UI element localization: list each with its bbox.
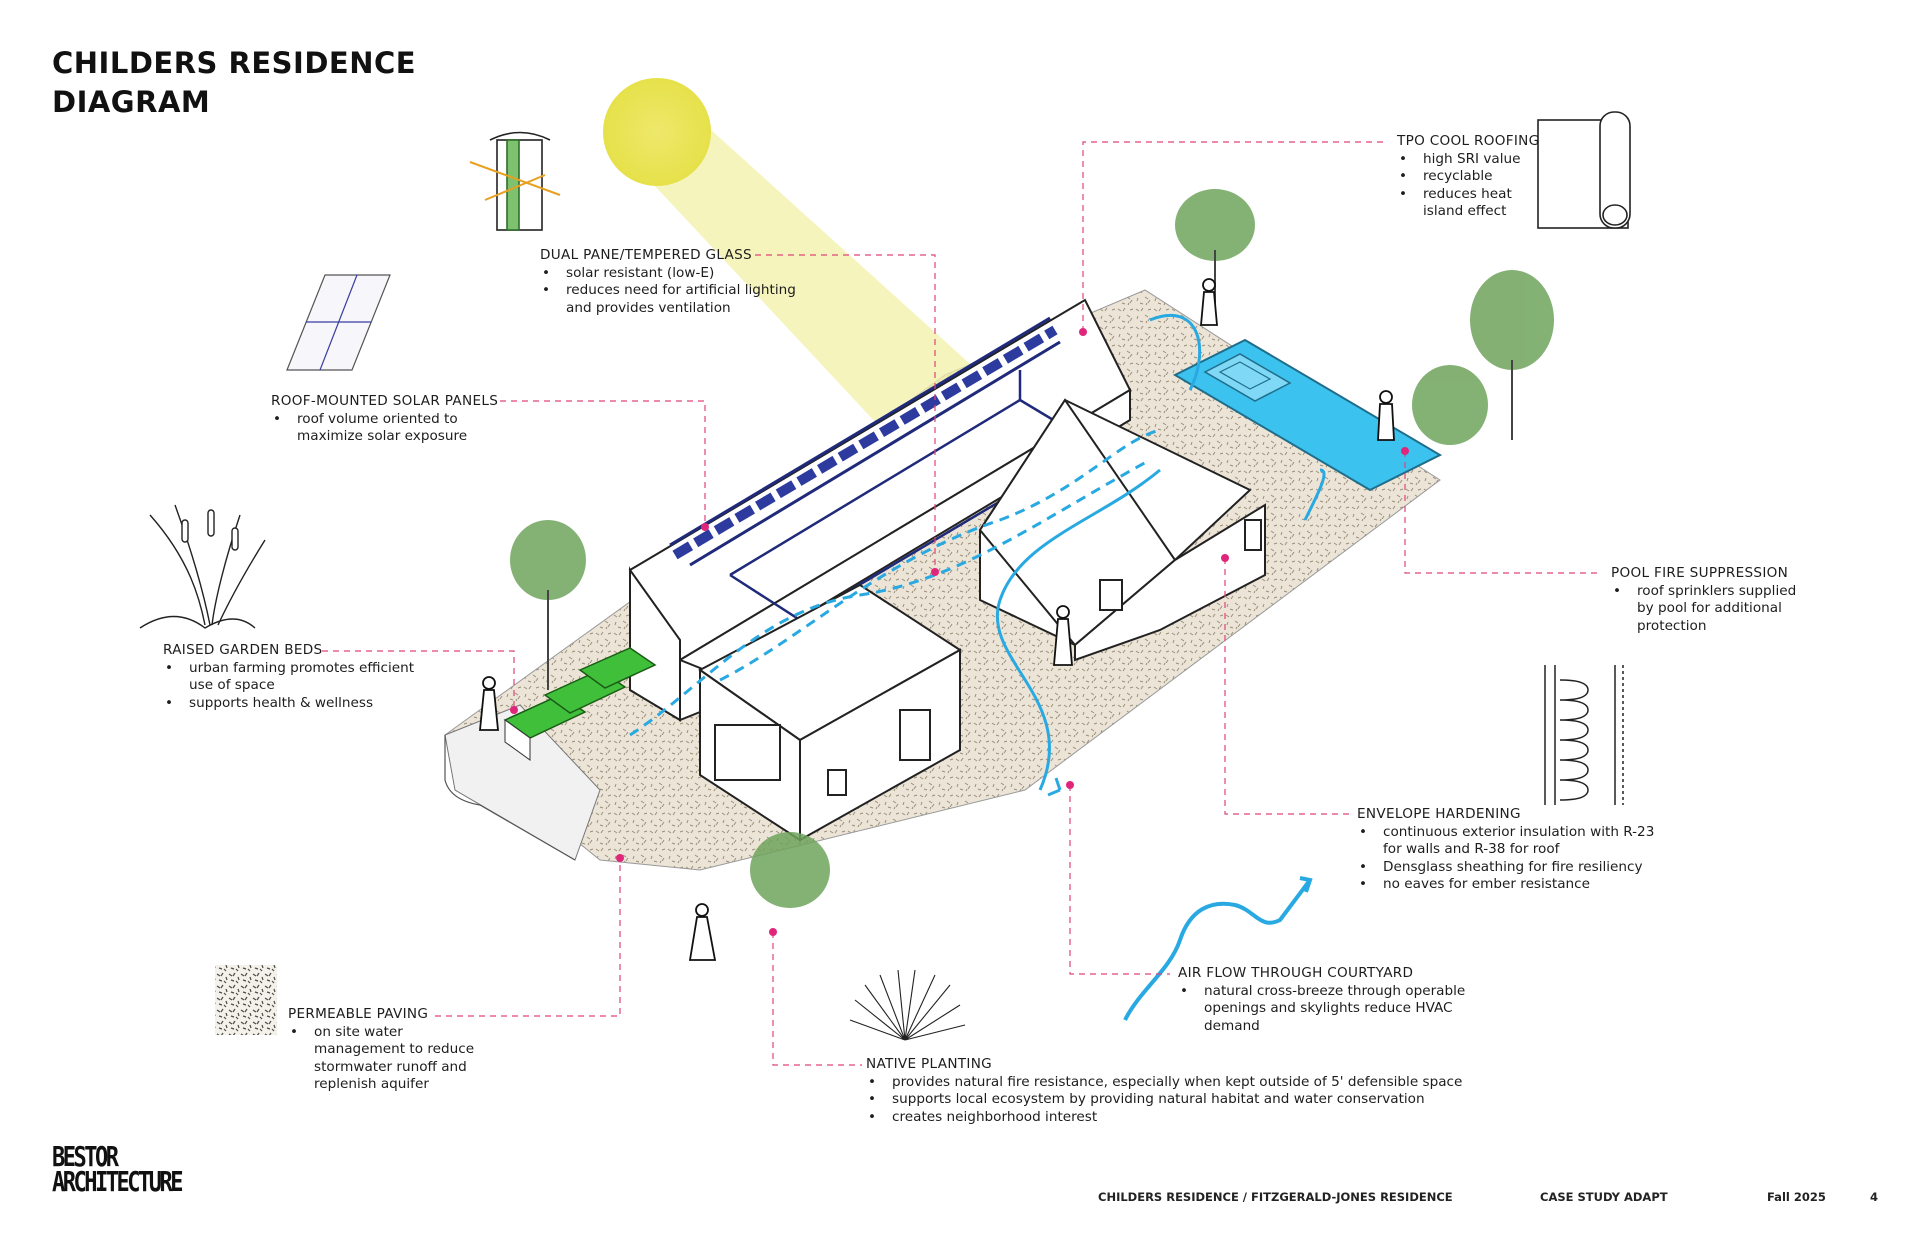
callout-item: Densglass sheathing for fire resiliency [1357, 859, 1657, 877]
callout-heading: PERMEABLE PAVING [288, 1006, 429, 1022]
callout-item: supports health & wellness [163, 695, 423, 713]
callout-item: recyclable [1397, 168, 1547, 186]
callout-pool-fire-suppression: POOL FIRE SUPPRESSION roof sprinklers su… [1611, 565, 1811, 635]
reed-plant-icon [139, 504, 266, 629]
native-plant-icon [849, 969, 966, 1041]
solar-panel-icon [286, 274, 391, 371]
callout-item: roof volume oriented to maximize solar e… [271, 411, 521, 446]
footer-project: CHILDERS RESIDENCE / FITZGERALD-JONES RE… [1098, 1190, 1453, 1204]
callout-item: provides natural fire resistance, especi… [866, 1074, 1466, 1092]
callout-item: reduces need for artificial lighting and… [540, 282, 810, 317]
callout-item: no eaves for ember resistance [1357, 876, 1657, 894]
callout-heading: DUAL PANE/TEMPERED GLASS [540, 247, 752, 263]
leader-lines [322, 141, 1600, 1066]
footer-page-number: 4 [1870, 1190, 1879, 1204]
trees [510, 189, 1554, 908]
pool [1172, 338, 1443, 492]
callout-item: roof sprinklers supplied by pool for add… [1611, 583, 1811, 636]
callout-item: continuous exterior insulation with R-23… [1357, 824, 1657, 859]
front-cube [698, 583, 962, 842]
callout-airflow-courtyard: AIR FLOW THROUGH COURTYARD natural cross… [1178, 965, 1508, 1035]
callout-tpo-cool-roofing: TPO COOL ROOFING high SRI value recyclab… [1397, 133, 1547, 221]
sun-icon [603, 78, 711, 186]
people [479, 278, 1395, 961]
callout-item: supports local ecosystem by providing na… [866, 1091, 1466, 1109]
tpo-roll-icon [1537, 111, 1631, 229]
bestor-architecture-logo: BESTOR ARCHITECTURE [52, 1142, 183, 1199]
callout-item: solar resistant (low-E) [540, 265, 810, 283]
raised-garden-beds [503, 647, 657, 761]
callout-heading: RAISED GARDEN BEDS [163, 642, 323, 658]
callout-item: reduces heat island effect [1397, 186, 1523, 221]
callout-envelope-hardening: ENVELOPE HARDENING continuous exterior i… [1357, 806, 1657, 894]
page-title: CHILDERS RESIDENCE DIAGRAM [52, 44, 416, 122]
callout-item: on site water management to reduce storm… [288, 1024, 488, 1094]
title-line-2: DIAGRAM [52, 85, 211, 119]
callout-item: high SRI value [1397, 151, 1547, 169]
logo-line-1: BESTOR [52, 1142, 119, 1174]
callout-heading: ROOF-MOUNTED SOLAR PANELS [271, 393, 499, 409]
callout-item: natural cross-breeze through operable op… [1178, 983, 1508, 1036]
callout-permeable-paving: PERMEABLE PAVING on site water managemen… [288, 1006, 488, 1094]
permeable-paving-swatch [215, 965, 277, 1035]
callout-roof-solar-panels: ROOF-MOUNTED SOLAR PANELS roof volume or… [271, 393, 521, 446]
callout-item: creates neighborhood interest [866, 1109, 1466, 1127]
footer-course: CASE STUDY ADAPT [1540, 1190, 1668, 1204]
insulation-detail-icon [1544, 665, 1624, 805]
sun-beam [603, 78, 1010, 470]
callout-item: urban farming promotes efficient use of … [163, 660, 423, 695]
logo-line-2: ARCHITECTURE [52, 1167, 183, 1199]
solar-array [669, 316, 1061, 567]
callout-raised-garden-beds: RAISED GARDEN BEDS urban farming promote… [163, 642, 423, 712]
callout-native-planting: NATIVE PLANTING provides natural fire re… [866, 1056, 1466, 1126]
callout-heading: AIR FLOW THROUGH COURTYARD [1178, 965, 1414, 981]
airflow-arrows [629, 313, 1326, 1021]
leader-dots [510, 328, 1409, 936]
glass-detail-icon [469, 131, 561, 231]
callout-heading: TPO COOL ROOFING [1397, 133, 1540, 149]
callout-heading: ENVELOPE HARDENING [1357, 806, 1521, 822]
callout-heading: POOL FIRE SUPPRESSION [1611, 565, 1789, 581]
title-line-1: CHILDERS RESIDENCE [52, 46, 417, 80]
footer-term: Fall 2025 [1767, 1190, 1826, 1204]
callout-heading: NATIVE PLANTING [866, 1056, 993, 1072]
callout-dual-pane-glass: DUAL PANE/TEMPERED GLASS solar resistant… [540, 247, 810, 317]
